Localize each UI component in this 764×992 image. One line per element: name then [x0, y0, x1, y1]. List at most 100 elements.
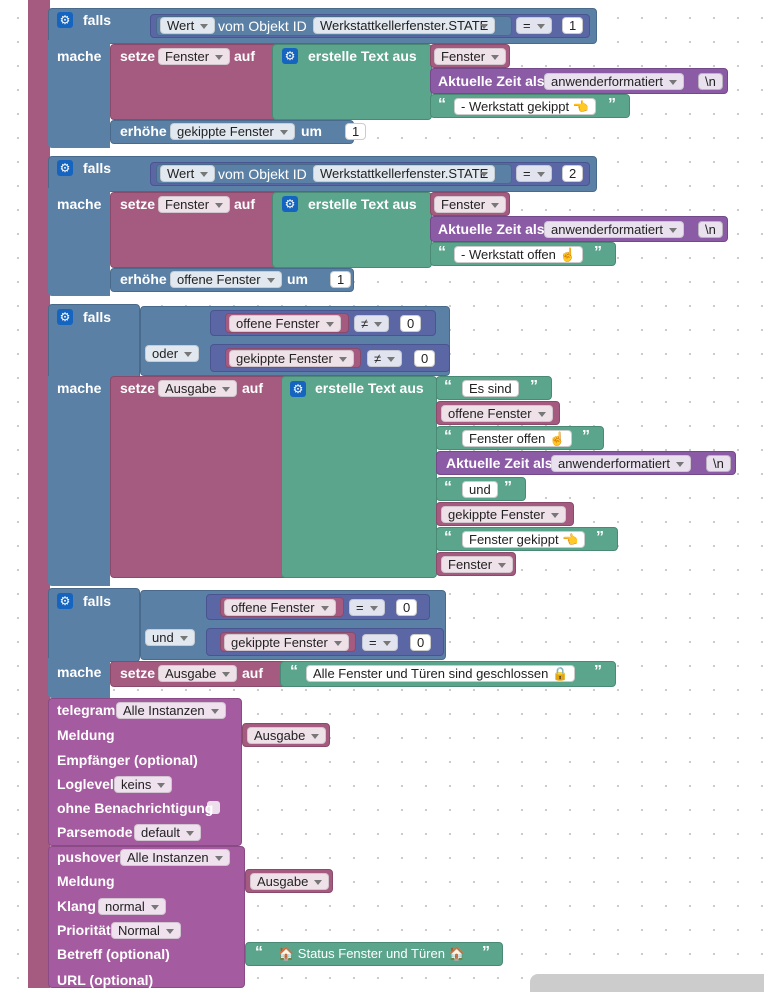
variable-dropdown[interactable]: Fenster — [434, 48, 507, 65]
subject-label: Betreff (optional) — [57, 946, 170, 962]
if-block-4-body[interactable] — [48, 658, 110, 698]
gear-icon[interactable]: ⚙ — [57, 12, 73, 28]
operator-dropdown[interactable]: ≠ — [367, 350, 403, 367]
operator-dropdown[interactable]: ≠ — [354, 315, 390, 332]
instance-dropdown[interactable]: Alle Instanzen — [116, 702, 226, 719]
operator-dropdown[interactable]: = — [516, 17, 552, 34]
telegram-block[interactable] — [48, 698, 242, 846]
text-literal[interactable]: und — [462, 481, 498, 498]
property-dropdown[interactable]: Wert — [160, 165, 216, 182]
variable-dropdown[interactable]: gekippte Fenster — [170, 123, 295, 140]
gear-icon[interactable]: ⚙ — [57, 160, 73, 176]
event-block-edge[interactable] — [28, 0, 50, 988]
text-literal[interactable]: Alle Fenster und Türen sind geschlossen … — [306, 665, 576, 682]
create-text-block[interactable] — [272, 44, 432, 120]
text-literal[interactable]: Fenster offen ☝ — [462, 430, 573, 447]
variable-dropdown[interactable]: Fenster — [434, 196, 507, 213]
parsemode-label: Parsemode — [57, 824, 133, 840]
variable-dropdown[interactable]: offene Fenster — [170, 271, 282, 288]
increment-value[interactable]: 1 — [345, 123, 367, 140]
property-dropdown[interactable]: Wert — [160, 17, 216, 34]
horizontal-scrollbar[interactable] — [530, 974, 764, 992]
create-text-block[interactable] — [281, 376, 437, 578]
gear-icon[interactable]: ⚙ — [57, 309, 73, 325]
newline-field[interactable]: \n — [698, 73, 723, 90]
text-literal[interactable]: Es sind — [462, 380, 519, 397]
text-literal[interactable]: 🏠 Status Fenster und Türen 🏠 — [278, 946, 465, 961]
if-block-3-body[interactable] — [48, 376, 110, 586]
object-id-field[interactable]: Werkstattkellerfenster.STATE — [313, 165, 496, 182]
quote-close-icon: ” — [530, 378, 538, 395]
compare-value[interactable]: 0 — [410, 634, 432, 651]
mache-label: mache — [57, 196, 102, 212]
variable-dropdown[interactable]: gekippte Fenster — [224, 634, 349, 651]
variable-dropdown[interactable]: Fenster — [158, 48, 231, 65]
setze-label: setze — [120, 48, 156, 64]
create-text-block[interactable] — [272, 192, 432, 268]
newline-field[interactable]: \n — [706, 455, 731, 472]
create-text-label: erstelle Text aus — [315, 380, 424, 396]
create-text-label: erstelle Text aus — [308, 196, 417, 212]
quote-close-icon: ” — [594, 663, 602, 680]
um-label: um — [287, 271, 308, 287]
time-format-dropdown[interactable]: anwenderformatiert — [551, 455, 691, 472]
setze-label: setze — [120, 380, 156, 396]
time-format-dropdown[interactable]: anwenderformatiert — [544, 221, 684, 238]
telegram-label: telegram — [57, 702, 116, 718]
auf-label: auf — [242, 665, 263, 681]
variable-dropdown[interactable]: Fenster — [158, 196, 231, 213]
compare-value[interactable]: 0 — [414, 350, 436, 367]
time-format-dropdown[interactable]: anwenderformatiert — [544, 73, 684, 90]
gear-icon[interactable]: ⚙ — [57, 593, 73, 609]
variable-dropdown[interactable]: Fenster — [441, 556, 514, 573]
operator-dropdown[interactable]: = — [516, 165, 552, 182]
gear-icon[interactable]: ⚙ — [282, 196, 298, 212]
variable-dropdown[interactable]: offene Fenster — [441, 405, 553, 422]
recipient-label: Empfänger (optional) — [57, 752, 198, 768]
logic-operator-dropdown[interactable]: oder — [145, 345, 200, 362]
operator-dropdown[interactable]: = — [349, 599, 385, 616]
sound-dropdown[interactable]: normal — [98, 898, 166, 915]
silent-checkbox[interactable] — [207, 801, 220, 814]
text-literal[interactable]: - Werkstatt offen ☝ — [454, 246, 583, 263]
if-block-2-body[interactable] — [48, 188, 110, 296]
compare-value[interactable]: 1 — [562, 17, 584, 34]
message-label: Meldung — [57, 727, 115, 743]
logic-operator-dropdown[interactable]: und — [145, 629, 195, 646]
compare-value[interactable]: 0 — [396, 599, 418, 616]
variable-dropdown[interactable]: Ausgabe — [158, 380, 238, 397]
priority-label: Priorität — [57, 922, 111, 938]
parsemode-dropdown[interactable]: default — [134, 824, 202, 841]
variable-dropdown[interactable]: offene Fenster — [224, 599, 336, 616]
current-time-label: Aktuelle Zeit als — [438, 221, 545, 237]
variable-dropdown[interactable]: gekippte Fenster — [229, 350, 354, 367]
priority-dropdown[interactable]: Normal — [111, 922, 181, 939]
text-literal[interactable]: Fenster gekippt 👈 — [462, 531, 586, 548]
current-time-label: Aktuelle Zeit als — [438, 73, 545, 89]
variable-dropdown[interactable]: Ausgabe — [250, 873, 330, 890]
object-id-field[interactable]: Werkstattkellerfenster.STATE — [313, 17, 496, 34]
if-block-1-body[interactable] — [48, 40, 110, 148]
text-literal-block[interactable] — [245, 942, 503, 966]
set-variable-block[interactable] — [110, 376, 290, 578]
quote-open-icon: “ — [290, 663, 298, 680]
variable-dropdown[interactable]: Ausgabe — [158, 665, 238, 682]
um-label: um — [301, 123, 322, 139]
gear-icon[interactable]: ⚙ — [290, 381, 306, 397]
mache-label: mache — [57, 48, 102, 64]
gear-icon[interactable]: ⚙ — [282, 48, 298, 64]
erhoehe-label: erhöhe — [120, 271, 167, 287]
pushover-block[interactable] — [48, 846, 245, 988]
increment-value[interactable]: 1 — [330, 271, 352, 288]
instance-dropdown[interactable]: Alle Instanzen — [120, 849, 230, 866]
newline-field[interactable]: \n — [698, 221, 723, 238]
variable-dropdown[interactable]: Ausgabe — [247, 727, 327, 744]
variable-dropdown[interactable]: offene Fenster — [229, 315, 341, 332]
compare-value[interactable]: 0 — [400, 315, 422, 332]
text-literal[interactable]: - Werkstatt gekippt 👈 — [454, 98, 596, 115]
operator-dropdown[interactable]: = — [362, 634, 398, 651]
variable-dropdown[interactable]: gekippte Fenster — [441, 506, 566, 523]
create-text-label: erstelle Text aus — [308, 48, 417, 64]
compare-value[interactable]: 2 — [562, 165, 584, 182]
loglevel-dropdown[interactable]: keins — [114, 776, 173, 793]
